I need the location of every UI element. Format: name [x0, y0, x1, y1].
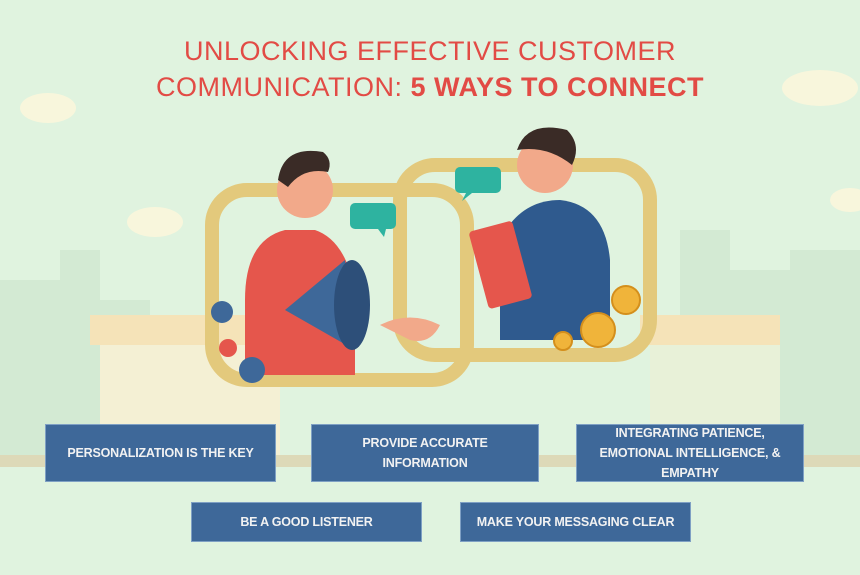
title-line-1: UNLOCKING EFFECTIVE CUSTOMER: [183, 36, 677, 66]
way-personalization: PERSONALIZATION IS THE KEY: [45, 424, 276, 482]
handshake: [380, 317, 440, 341]
way-clear-messaging: MAKE YOUR MESSAGING CLEAR: [460, 502, 691, 542]
title-regular: COMMUNICATION:: [155, 72, 403, 102]
social-icons: [211, 301, 265, 383]
person-right: [469, 127, 610, 340]
clouds: [20, 70, 860, 237]
way-good-listener: BE A GOOD LISTENER: [191, 502, 422, 542]
title-line-2: COMMUNICATION: 5 WAYS TO CONNECT: [0, 72, 860, 103]
title-bold: 5 WAYS TO CONNECT: [410, 72, 705, 102]
chat-bubbles: [350, 167, 501, 237]
megaphone: [285, 260, 370, 350]
way-accurate-information: PROVIDE ACCURATE INFORMATION: [311, 424, 539, 482]
coin-icons: [553, 285, 641, 351]
way-patience-empathy: INTEGRATING PATIENCE, EMOTIONAL INTELLIG…: [576, 424, 804, 482]
